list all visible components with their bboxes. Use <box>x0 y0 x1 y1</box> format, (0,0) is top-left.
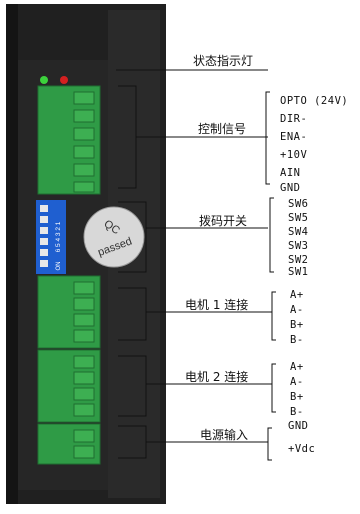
dip-on-mark: ON <box>56 262 62 271</box>
motor1-screw-2 <box>73 297 95 311</box>
label-dip-switch: 拨码开关 <box>199 214 248 228</box>
motor1-pin: A+ <box>290 289 304 301</box>
bracket-motor1 <box>118 287 147 341</box>
motor2-pin: A- <box>290 376 304 388</box>
power-screw-1 <box>73 429 95 443</box>
bracket-power-pins <box>267 427 272 461</box>
motor2-pin: B- <box>290 406 304 418</box>
power-screw-2 <box>73 445 95 459</box>
label-status-led: 状态指示灯 <box>193 54 254 68</box>
motor1-terminal-screws <box>73 281 95 343</box>
led-red <box>60 76 68 84</box>
dip-number-marks: 6 5 4 3 2 1 <box>55 221 62 252</box>
motor2-screw-1 <box>73 355 95 369</box>
motor2-pin: A+ <box>290 361 304 373</box>
label-motor1: 电机 1 连接 <box>185 298 249 312</box>
bracket-dip-pins <box>269 197 274 273</box>
control-terminal-block <box>37 85 101 195</box>
label-motor2: 电机 2 连接 <box>185 370 249 384</box>
bracket-motor2 <box>118 355 147 417</box>
bracket-dip <box>118 201 147 273</box>
dip-lever-3 <box>40 238 48 245</box>
led-green <box>40 76 48 84</box>
dip-lever-2 <box>40 249 48 256</box>
control-pin: AIN <box>280 167 301 179</box>
control-screw-6 <box>73 181 95 193</box>
bracket-motor1-pins <box>271 291 276 341</box>
dip-lever-5 <box>40 216 48 223</box>
control-screw-1 <box>73 91 95 105</box>
dip-lever-4 <box>40 227 48 234</box>
control-screw-4 <box>73 145 95 159</box>
label-control-signal: 控制信号 <box>198 122 247 136</box>
dip-pin: SW5 <box>288 212 309 224</box>
motor1-pin: A- <box>290 304 304 316</box>
label-power-input: 电源输入 <box>200 428 249 442</box>
power-terminal-screws <box>73 429 95 459</box>
control-pin: DIR- <box>280 113 308 125</box>
dip-pin: SW6 <box>288 198 309 210</box>
dip-switch-levers <box>40 205 48 267</box>
power-pin: GND <box>288 420 309 432</box>
control-terminal-screws <box>73 91 95 193</box>
motor2-screw-2 <box>73 371 95 385</box>
power-terminal-block <box>37 423 101 465</box>
bracket-control-pins <box>265 91 270 185</box>
control-screw-3 <box>73 127 95 141</box>
dip-pin: SW4 <box>288 226 309 238</box>
motor2-terminal-block <box>37 349 101 423</box>
control-pin: GND <box>280 182 301 194</box>
motor1-screw-4 <box>73 329 95 343</box>
bracket-motor2-pins <box>271 363 276 413</box>
motor1-screw-1 <box>73 281 95 295</box>
motor1-pin: B+ <box>290 319 304 331</box>
housing-left-edge <box>6 4 18 504</box>
motor2-terminal-screws <box>73 355 95 417</box>
dip-pin: SW2 <box>288 254 309 266</box>
control-pin: OPTO (24V) <box>280 95 349 107</box>
motor1-screw-3 <box>73 313 95 327</box>
motor2-pin: B+ <box>290 391 304 403</box>
control-pin: +10V <box>280 149 308 161</box>
qc-sticker: QC passed <box>83 206 145 268</box>
dip-lever-1 <box>40 260 48 267</box>
motor2-screw-3 <box>73 387 95 401</box>
motor2-screw-4 <box>73 403 95 417</box>
control-screw-2 <box>73 109 95 123</box>
power-pin: +Vdc <box>288 443 316 455</box>
control-screw-5 <box>73 163 95 177</box>
callout-lines <box>116 69 276 461</box>
dip-switch: 6 5 4 3 2 1 ON <box>36 200 66 274</box>
dip-lever-6 <box>40 205 48 212</box>
motor1-pin: B- <box>290 334 304 346</box>
motor1-terminal-block <box>37 275 101 349</box>
qc-sticker-disc <box>83 206 145 268</box>
dip-pin: SW3 <box>288 240 309 252</box>
status-leds <box>40 76 68 84</box>
dip-pin: SW1 <box>288 266 309 278</box>
control-pin: ENA- <box>280 131 308 143</box>
